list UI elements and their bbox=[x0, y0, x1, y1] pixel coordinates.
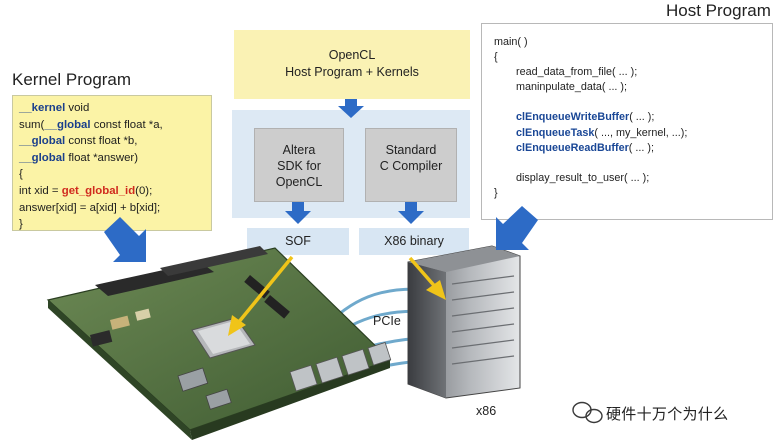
api-call-token: clEnqueueReadBuffer bbox=[516, 141, 629, 154]
host-code-line: clEnqueueReadBuffer( ... ); bbox=[494, 141, 772, 156]
code-token: const float *a, bbox=[90, 118, 163, 131]
opencl-title: OpenCL bbox=[328, 48, 376, 62]
keyword-token: __global bbox=[44, 118, 91, 131]
server-tower-image bbox=[407, 245, 521, 399]
code-token: sum( bbox=[19, 118, 45, 131]
code-token: ( ... ); bbox=[628, 141, 654, 154]
code-token: main( ) bbox=[494, 36, 528, 48]
code-token: } bbox=[494, 186, 498, 199]
altera-sdk-box: Altera SDK for OpenCL bbox=[254, 128, 344, 202]
standard-compiler-box: Standard C Compiler bbox=[365, 128, 457, 202]
code-token: ( ..., my_kernel, ...); bbox=[594, 126, 688, 139]
function-token: get_global_id bbox=[61, 184, 136, 197]
altera-sdk-line2: SDK for bbox=[277, 159, 321, 173]
keyword-token: __global bbox=[19, 135, 66, 148]
host-code-line: maninpulate_data( ... ); bbox=[494, 80, 772, 95]
fpga-board-image bbox=[46, 246, 392, 440]
yellow-arrows bbox=[228, 255, 446, 336]
kernel-code-line: { bbox=[19, 166, 205, 183]
pcie-label: PCIe bbox=[373, 314, 401, 328]
api-call-token: clEnqueueTask bbox=[516, 126, 595, 139]
opencl-source-box: OpenCL Host Program + Kernels bbox=[234, 30, 470, 99]
host-code-line: { bbox=[494, 50, 772, 65]
code-token: { bbox=[19, 168, 23, 181]
altera-sdk-line3: OpenCL bbox=[275, 175, 323, 189]
code-token: answer[xid] = a[xid] + b[xid]; bbox=[19, 201, 161, 214]
code-token: ( ... ); bbox=[629, 111, 655, 124]
api-call-token: clEnqueueWriteBuffer bbox=[516, 111, 630, 124]
host-program-heading: Host Program bbox=[666, 1, 771, 20]
kernel-code-line: __kernel void bbox=[19, 100, 205, 117]
host-code-line: read_data_from_file( ... ); bbox=[494, 65, 772, 80]
code-token: int xid = bbox=[19, 184, 62, 197]
kernel-code-line: sum(__global const float *a, bbox=[19, 117, 205, 134]
host-code-line: clEnqueueWriteBuffer( ... ); bbox=[494, 110, 772, 125]
standard-compiler-line2: C Compiler bbox=[379, 159, 443, 173]
watermark-text: 硬件十万个为什么 bbox=[606, 406, 729, 423]
kernel-code-line: __global const float *b, bbox=[19, 133, 205, 150]
opencl-subtitle: Host Program + Kernels bbox=[285, 65, 419, 79]
kernel-code-line: answer[xid] = a[xid] + b[xid]; bbox=[19, 200, 205, 217]
code-token: read_data_from_file( ... ); bbox=[516, 66, 638, 79]
kernel-code-line: __global float *answer) bbox=[19, 150, 205, 167]
code-token: display_result_to_user( ... ); bbox=[516, 171, 650, 184]
code-token: (0); bbox=[135, 184, 153, 197]
kernel-code-line: int xid = get_global_id(0); bbox=[19, 183, 205, 200]
host-code-line: } bbox=[494, 186, 772, 201]
host-code-box: main( ) { read_data_from_file( ... ); manin… bbox=[481, 23, 773, 220]
keyword-token: __global bbox=[19, 151, 66, 164]
kernel-code-line: } bbox=[19, 216, 205, 233]
code-token: void bbox=[65, 102, 90, 114]
code-token: const float *b, bbox=[65, 135, 138, 148]
standard-compiler-line1: Standard bbox=[385, 143, 437, 157]
blue-arrows bbox=[104, 99, 538, 262]
host-code-line: clEnqueueTask( ..., my_kernel, ...); bbox=[494, 126, 772, 141]
host-code-line: display_result_to_user( ... ); bbox=[494, 171, 772, 186]
wechat-logo-icon bbox=[572, 401, 603, 424]
code-token: float *answer) bbox=[65, 151, 139, 164]
keyword-token: __kernel bbox=[19, 102, 66, 114]
x86-label: x86 bbox=[476, 404, 497, 418]
code-token: maninpulate_data( ... ); bbox=[516, 81, 628, 94]
code-token: { bbox=[494, 51, 498, 64]
altera-sdk-line1: Altera bbox=[282, 143, 316, 157]
kernel-program-heading: Kernel Program bbox=[12, 70, 132, 89]
host-code-line: main( ) bbox=[494, 35, 772, 50]
x86-binary-output-box: X86 binary bbox=[359, 228, 469, 255]
code-token: } bbox=[19, 218, 23, 231]
